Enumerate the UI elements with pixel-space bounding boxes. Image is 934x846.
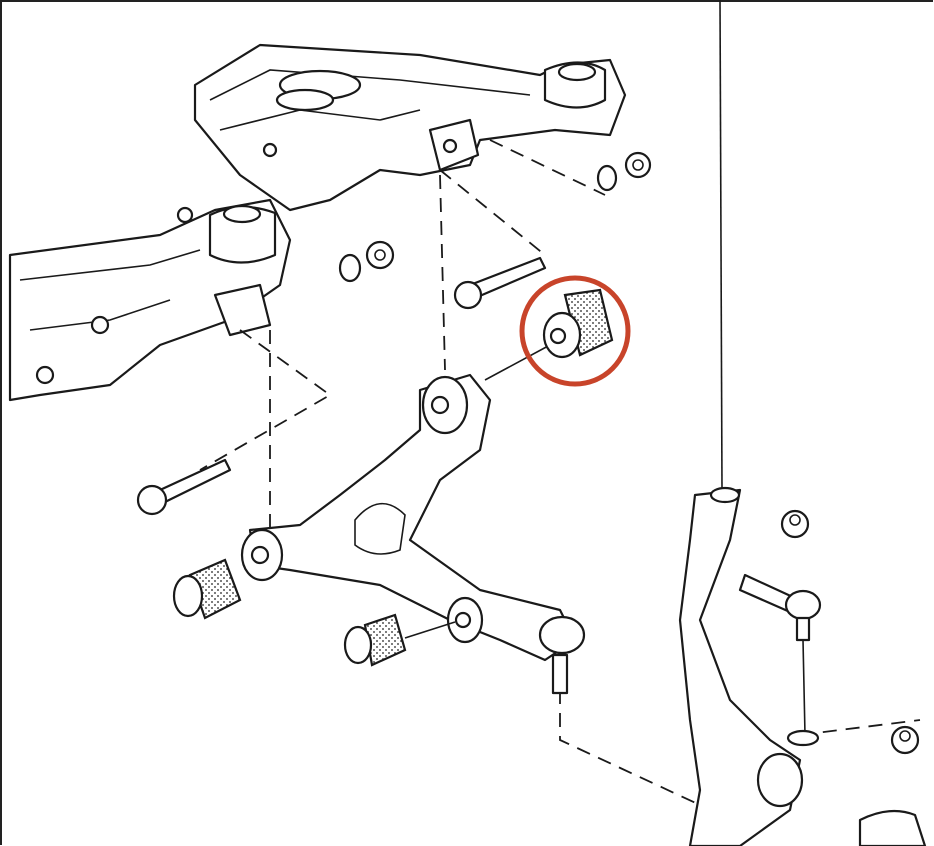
- highlight-circle: [519, 275, 631, 387]
- subframe: [8, 43, 627, 402]
- front-bushings: [172, 558, 456, 667]
- mount-bolts: [136, 256, 547, 516]
- nuts: [338, 151, 920, 755]
- assembly-leader-lines: [199, 0, 921, 806]
- rear-bushing: [484, 275, 631, 387]
- steering-knuckle: [678, 486, 927, 846]
- tie-rod-end: [738, 573, 822, 642]
- lower-control-arm: [240, 373, 586, 695]
